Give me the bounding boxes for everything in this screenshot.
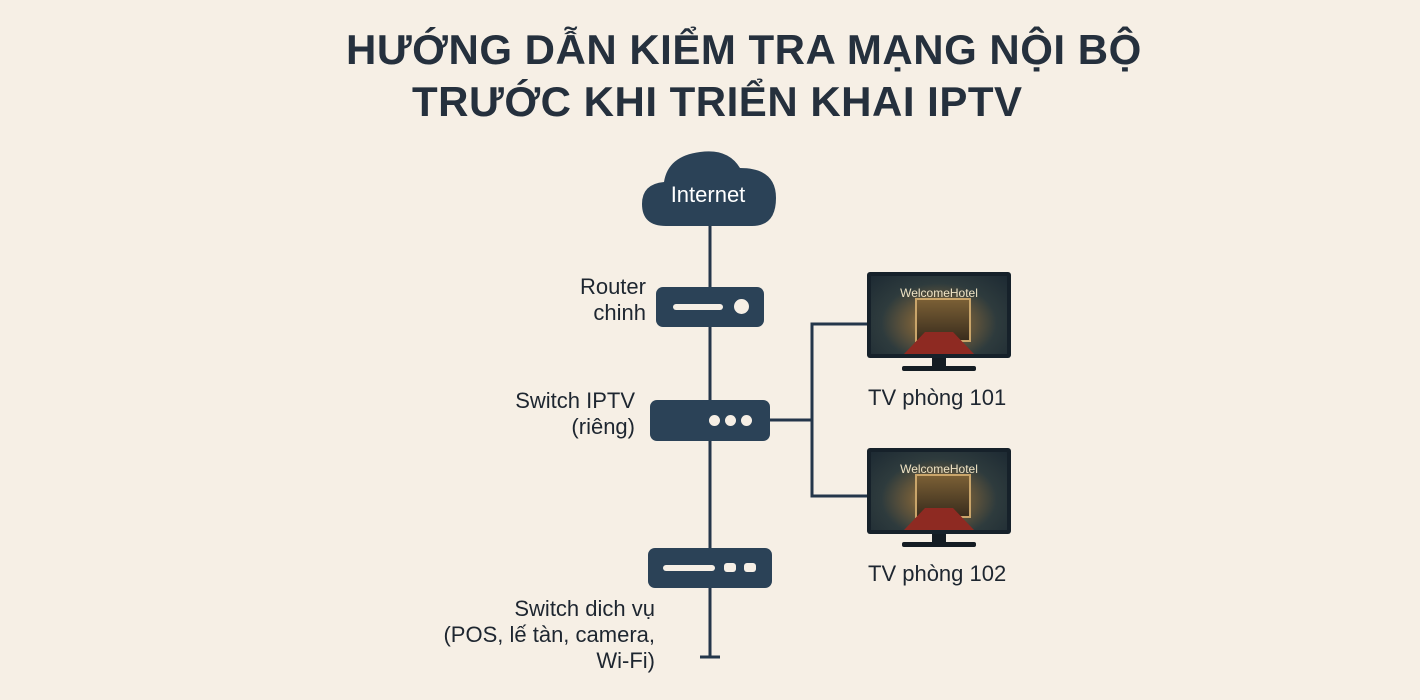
- cloud-icon: [642, 151, 776, 226]
- title-line-2: TRƯỚC KHI TRIỂN KHAI IPTV: [412, 78, 1023, 125]
- switch-service-icon: [648, 548, 772, 588]
- switch-service-label-line3: Wi-Fi): [596, 648, 655, 673]
- switch-service-label-line1: Switch dich vụ: [514, 596, 655, 621]
- switch-iptv-label-line1: Switch IPTV: [515, 388, 635, 413]
- switch-service-label-line2: (POS, lế tàn, camera,: [443, 622, 655, 647]
- router-label-line2: chinh: [593, 300, 646, 325]
- tv-101-icon: WelcomeHotel: [867, 272, 1011, 371]
- router-label-line1: Router: [579, 274, 646, 299]
- tv-102-label: TV phòng 102: [868, 561, 1007, 586]
- tv-101-screen-text: WelcomeHotel: [900, 286, 978, 300]
- switch-iptv-icon: [650, 400, 770, 441]
- tv-102-screen-text: WelcomeHotel: [900, 462, 978, 476]
- switch-service-label: Switch dich vụ (POS, lế tàn, camera, Wi-…: [390, 596, 655, 674]
- switch-iptv-label: Switch IPTV (riêng): [480, 388, 635, 440]
- router-icon: [656, 287, 764, 327]
- tv-102-icon: WelcomeHotel: [867, 448, 1011, 547]
- router-label: Router chinh: [560, 274, 646, 326]
- internet-label: Internet: [670, 182, 746, 207]
- title-line-1: HƯỚNG DẪN KIỂM TRA MẠNG NỘI BỘ: [346, 26, 1142, 73]
- tv-101-label: TV phòng 101: [868, 385, 1007, 410]
- switch-iptv-label-line2: (riêng): [571, 414, 635, 439]
